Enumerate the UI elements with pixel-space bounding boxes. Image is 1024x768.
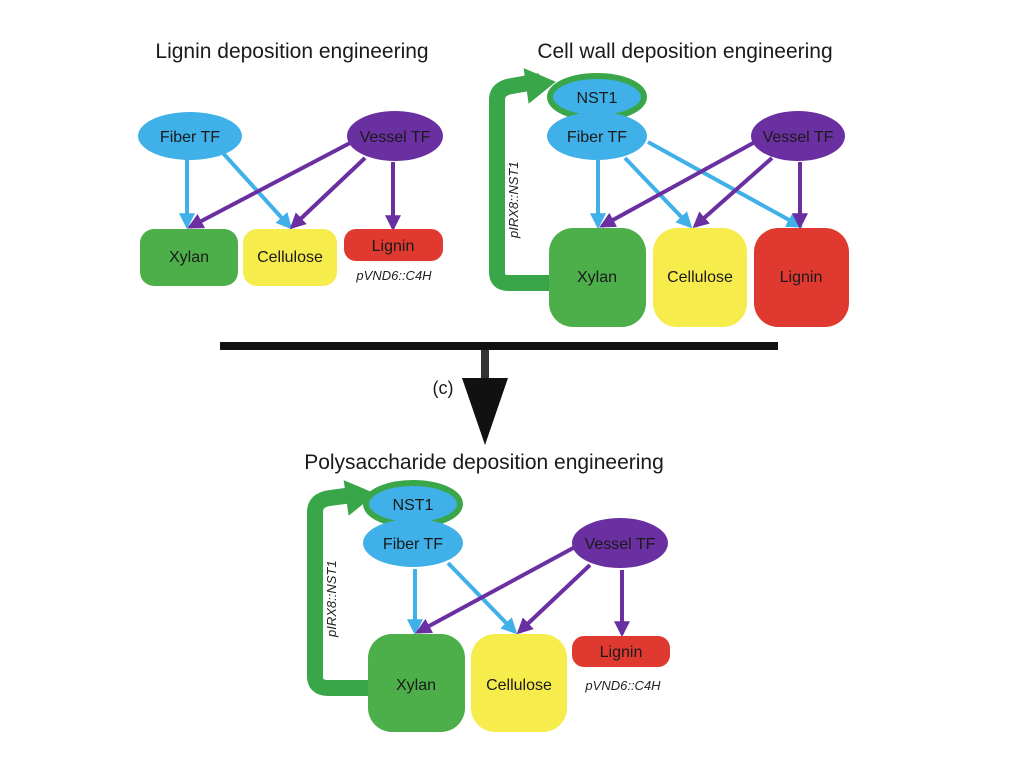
node-lignin: [572, 636, 670, 667]
panel-polysaccharide-deposition: Polysaccharide deposition engineering pI…: [304, 451, 670, 732]
node-label: Vessel TF: [585, 536, 656, 553]
node-vessel-tf: [347, 111, 443, 161]
node-label: Xylan: [577, 269, 617, 286]
arrow-vessel-to-xylan: [599, 140, 756, 228]
node-label: Fiber TF: [383, 536, 443, 553]
merge-bar: [220, 342, 778, 350]
merge-label: (c): [433, 378, 454, 398]
node-label: Lignin: [600, 644, 643, 661]
merge-arrow: (c): [220, 342, 778, 445]
node-lignin: [754, 228, 849, 327]
promoter-label: pVND6::C4H: [355, 268, 432, 283]
node-cellulose: [471, 634, 567, 732]
node-xylan: [368, 634, 465, 732]
node-label: Fiber TF: [160, 129, 220, 146]
arrow-fiber-to-cellulose: [623, 156, 693, 229]
node-fiber-tf: [138, 112, 242, 160]
node-xylan: [140, 229, 238, 286]
node-label: Vessel TF: [763, 129, 834, 146]
merge-stem: [481, 350, 489, 380]
arrow-vessel-to-xylan: [415, 545, 576, 634]
node-xylan: [549, 228, 646, 327]
node-label: Lignin: [372, 238, 415, 255]
node-label: NST1: [393, 497, 434, 514]
node-fiber-tf: [547, 112, 647, 160]
panel-cell-wall-deposition: Cell wall deposition engineering pIRX8::…: [489, 40, 849, 327]
node-label: Fiber TF: [567, 129, 627, 146]
merge-arrowhead: [462, 378, 508, 445]
feedback-arrowhead: [523, 68, 556, 104]
feedback-loop-arrow: [307, 486, 370, 696]
node-label: Xylan: [396, 677, 436, 694]
node-label: Xylan: [169, 249, 209, 266]
arrow-fiber-to-cellulose: [220, 150, 293, 230]
feedback-arrowhead: [343, 480, 376, 516]
panel-title: Cell wall deposition engineering: [537, 40, 832, 63]
node-cellulose: [243, 229, 337, 286]
node-fiber-tf: [363, 519, 463, 567]
arrow-vessel-to-cellulose: [692, 156, 774, 229]
node-label: NST1: [577, 90, 618, 107]
node-lignin: [344, 229, 443, 261]
loop-promoter-label: pIRX8::NST1: [324, 560, 339, 638]
arrow-vessel-to-cellulose: [516, 563, 592, 635]
promoter-label: pVND6::C4H: [584, 678, 661, 693]
node-label: Cellulose: [667, 269, 733, 286]
panel-lignin-deposition: Lignin deposition engineering Fiber TF V…: [138, 40, 443, 286]
node-label: Cellulose: [486, 677, 552, 694]
node-label: Vessel TF: [360, 129, 431, 146]
node-cellulose: [653, 228, 747, 327]
node-label: Lignin: [780, 269, 823, 286]
node-vessel-tf: [751, 111, 845, 161]
arrow-fiber-to-lignin: [647, 140, 803, 228]
panel-title: Lignin deposition engineering: [155, 40, 428, 63]
arrow-vessel-to-cellulose: [289, 156, 367, 230]
arrow-vessel-to-xylan: [187, 141, 351, 229]
feedback-loop-arrow: [489, 73, 550, 291]
node-vessel-tf: [572, 518, 668, 568]
loop-promoter-label: pIRX8::NST1: [506, 161, 521, 239]
panel-title: Polysaccharide deposition engineering: [304, 451, 664, 474]
node-label: Cellulose: [257, 249, 323, 266]
